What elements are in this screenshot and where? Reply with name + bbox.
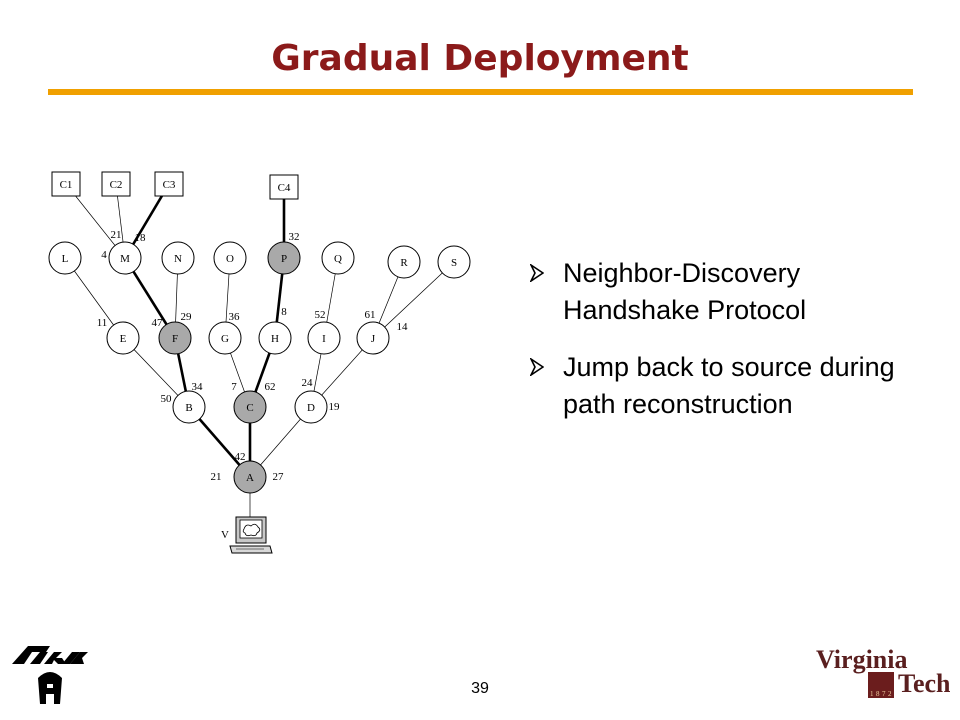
svg-text:7: 7 [882,690,886,698]
node-C1 [51,171,81,197]
node-label-I: I [322,333,326,345]
node-label-C2: C2 [110,179,123,191]
node-C4 [269,174,299,200]
edge-weight-label: 27 [273,471,285,483]
svg-text:2: 2 [888,690,892,698]
vt-logo-bar [868,672,894,698]
arrow-bullet-icon [530,264,544,282]
edge-weight-label: 8 [281,306,287,318]
svg-text:8: 8 [876,690,880,698]
victim-label: V [221,529,229,541]
node-I [307,321,341,355]
node-N [161,241,195,275]
edge-weight-label: 36 [229,311,241,323]
bullet-list: Neighbor-Discovery Handshake Protocol Ju… [530,255,930,443]
node-S [437,245,471,279]
svg-text:1: 1 [870,690,874,698]
node-J [356,321,390,355]
node-label-P: P [281,253,287,265]
page-number: 39 [471,680,489,697]
edge-weight-label: 19 [329,401,341,413]
node-label-R: R [400,257,408,269]
node-G [208,321,242,355]
node-R [387,245,421,279]
edge-weight-label: 11 [97,317,108,329]
edge-weight-label: 21 [211,471,222,483]
edge-weight-label: 42 [235,451,246,463]
slide-title: Gradual Deployment [271,38,689,79]
node-B [172,390,206,424]
node-C3 [154,171,184,197]
node-label-J: J [371,333,376,345]
arrow-bullet-icon [530,358,544,376]
edge-weight-label: 52 [315,309,326,321]
node-F [158,321,192,355]
node-label-E: E [120,333,127,345]
bullet-item: Neighbor-Discovery Handshake Protocol [530,255,930,329]
node-label-C3: C3 [163,179,176,191]
node-label-L: L [62,253,69,265]
edge-weight-label: 62 [265,381,276,393]
node-E [106,321,140,355]
vt-logo-line2: Tech [898,669,950,698]
node-M [108,241,142,275]
vt-logo-line1: Virginia [816,645,907,674]
node-L [48,241,82,275]
node-A [233,460,267,494]
edge-weight-label: 18 [135,232,147,244]
node-label-M: M [120,253,130,265]
edge-weight-label: 29 [181,311,193,323]
bullet-text: Neighbor-Discovery Handshake Protocol [563,258,807,325]
node-label-C4: C4 [278,182,291,194]
node-label-G: G [221,333,229,345]
node-C [233,390,267,424]
node-label-Q: Q [334,253,342,265]
title-underline [48,89,913,95]
node-Q [321,241,355,275]
edge-weight-label: 4 [101,249,107,261]
edge-S-J [372,261,455,339]
node-label-F: F [172,333,178,345]
node-label-A: A [246,472,254,484]
aris-logo [12,646,88,704]
bullet-text: Jump back to source during path reconstr… [563,352,895,419]
edge-weight-label: 7 [231,381,237,393]
node-label-N: N [174,253,182,265]
node-label-C: C [246,402,253,414]
node-label-O: O [226,253,234,265]
bullet-item: Jump back to source during path reconstr… [530,349,930,423]
node-H [258,321,292,355]
node-C2 [101,171,131,197]
edge-weight-label: 14 [397,321,409,333]
edge-weight-label: 21 [111,229,122,241]
edge-weight-label: 47 [152,317,164,329]
edge-weight-label: 34 [192,381,204,393]
node-O [213,241,247,275]
node-P [267,241,301,275]
edge-weight-label: 24 [302,377,314,389]
node-label-H: H [271,333,279,345]
edge-weight-label: 61 [365,309,376,321]
edge-weight-label: 50 [161,393,173,405]
node-label-C1: C1 [60,179,73,191]
edge-weight-label: 32 [289,231,300,243]
computer-icon [229,516,273,554]
node-label-B: B [185,402,192,414]
network-diagram: C1 C2 C3 C4L M N O P Q R S E F G H I J B C D A 4 21 18 32 11 47 29 3… [48,171,471,554]
node-label-S: S [451,257,457,269]
node-D [294,390,328,424]
node-label-D: D [307,402,315,414]
